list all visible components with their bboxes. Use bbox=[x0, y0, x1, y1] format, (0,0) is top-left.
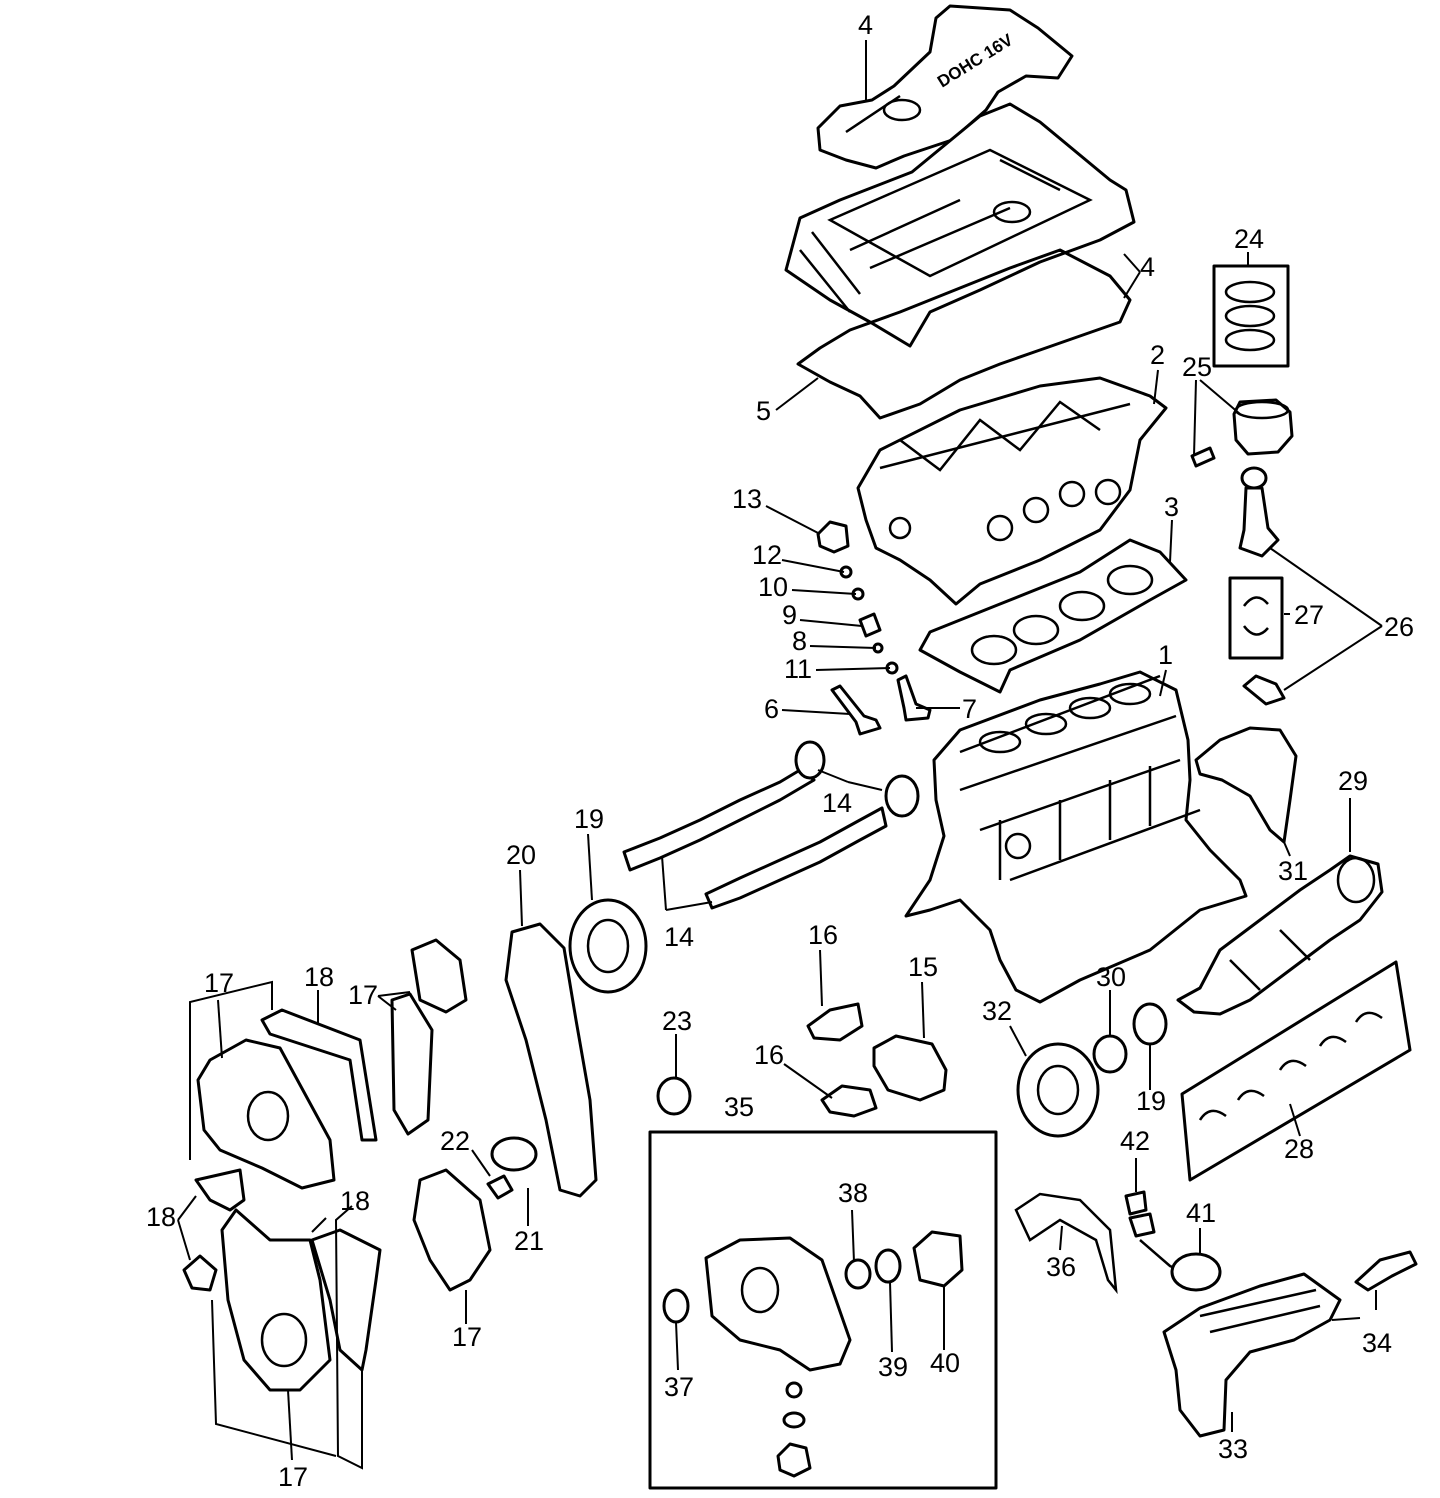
callout-29: 29 bbox=[1338, 766, 1368, 796]
callout-4: 4 bbox=[858, 10, 873, 40]
callout-numbers: 4 4 5 2 24 25 13 12 10 9 8 11 3 27 26 6 … bbox=[146, 10, 1414, 1492]
callout-33: 33 bbox=[1218, 1434, 1248, 1464]
callout-26: 26 bbox=[1384, 612, 1414, 642]
callout-8: 8 bbox=[792, 626, 807, 656]
cam-sprocket bbox=[568, 898, 648, 994]
engine-top-cover: DOHC 16V bbox=[816, 4, 1074, 170]
callout-14: 14 bbox=[822, 788, 852, 818]
callout-22: 22 bbox=[440, 1126, 470, 1156]
callout-15: 15 bbox=[908, 952, 938, 982]
callout-37: 37 bbox=[664, 1372, 694, 1402]
oil-pump-box bbox=[648, 1130, 998, 1490]
piston bbox=[1190, 398, 1294, 468]
leader-lines bbox=[177, 40, 1383, 1470]
callout-17: 17 bbox=[348, 980, 378, 1010]
callout-19: 19 bbox=[574, 804, 604, 834]
main-bearings-box bbox=[1180, 960, 1412, 1182]
callout-39: 39 bbox=[878, 1352, 908, 1382]
callout-34: 34 bbox=[1362, 1328, 1392, 1358]
callout-17: 17 bbox=[204, 968, 234, 998]
cylinder-head bbox=[856, 376, 1168, 606]
head-gasket bbox=[918, 538, 1188, 694]
callout-4: 4 bbox=[1140, 252, 1155, 282]
connecting-rod bbox=[1238, 466, 1286, 706]
callout-18: 18 bbox=[146, 1202, 176, 1232]
timing-covers bbox=[182, 938, 492, 1392]
callout-18: 18 bbox=[304, 962, 334, 992]
belt-tensioner bbox=[486, 1136, 538, 1200]
callout-5: 5 bbox=[756, 396, 771, 426]
callout-7: 7 bbox=[962, 694, 977, 724]
callout-18: 18 bbox=[340, 1186, 370, 1216]
rear-seal-housing bbox=[1194, 726, 1298, 844]
callout-25: 25 bbox=[1182, 352, 1212, 382]
valve-train bbox=[816, 520, 932, 736]
callout-31: 31 bbox=[1278, 856, 1308, 886]
callout-40: 40 bbox=[930, 1348, 960, 1378]
callout-42: 42 bbox=[1120, 1126, 1150, 1156]
callout-14: 14 bbox=[664, 922, 694, 952]
callout-10: 10 bbox=[758, 572, 788, 602]
valve-cover bbox=[784, 102, 1136, 348]
callout-41: 41 bbox=[1186, 1198, 1216, 1228]
callout-12: 12 bbox=[752, 540, 782, 570]
crankshaft bbox=[1176, 854, 1384, 1016]
callout-32: 32 bbox=[982, 996, 1012, 1026]
callout-19: 19 bbox=[1136, 1086, 1166, 1116]
cylinder-block bbox=[904, 670, 1248, 1004]
callout-24: 24 bbox=[1234, 224, 1264, 254]
callout-21: 21 bbox=[514, 1226, 544, 1256]
callout-3: 3 bbox=[1164, 492, 1179, 522]
callout-17: 17 bbox=[278, 1462, 308, 1492]
camshafts bbox=[622, 740, 920, 910]
rod-bearings-box bbox=[1228, 576, 1284, 660]
callout-20: 20 bbox=[506, 840, 536, 870]
callout-38: 38 bbox=[838, 1178, 868, 1208]
callout-2: 2 bbox=[1150, 340, 1165, 370]
callout-36: 36 bbox=[1046, 1252, 1076, 1282]
valve-cover-gasket bbox=[796, 248, 1132, 420]
timing-belt bbox=[504, 922, 598, 1198]
callout-9: 9 bbox=[782, 600, 797, 630]
callout-13: 13 bbox=[732, 484, 762, 514]
callout-1: 1 bbox=[1158, 640, 1173, 670]
oil-pan-parts bbox=[1014, 1190, 1418, 1438]
callout-23: 23 bbox=[662, 1006, 692, 1036]
callout-11: 11 bbox=[784, 654, 812, 684]
callout-6: 6 bbox=[764, 694, 779, 724]
callout-28: 28 bbox=[1284, 1134, 1314, 1164]
piston-rings-box bbox=[1212, 264, 1290, 368]
callout-16: 16 bbox=[808, 920, 838, 950]
callout-30: 30 bbox=[1096, 962, 1126, 992]
front-parts bbox=[656, 1002, 1168, 1138]
callout-16: 16 bbox=[754, 1040, 784, 1070]
callout-27: 27 bbox=[1294, 600, 1324, 630]
callout-35: 35 bbox=[724, 1092, 754, 1122]
callout-17: 17 bbox=[452, 1322, 482, 1352]
